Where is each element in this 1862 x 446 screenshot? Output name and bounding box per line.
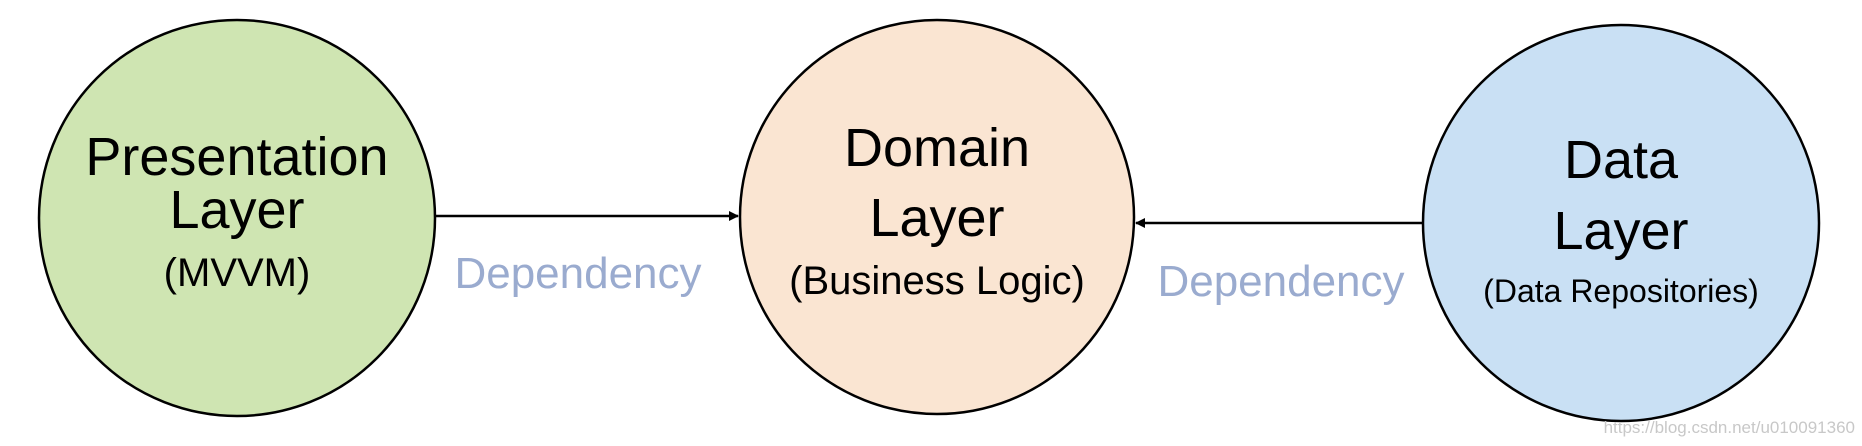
domain-layer-circle	[738, 18, 1136, 416]
presentation-layer-circle	[37, 18, 437, 418]
domain-layer-node: Domain Layer (Business Logic)	[738, 18, 1136, 416]
dependency-edge-data-to-domain: Dependency	[1135, 218, 1423, 306]
data-layer-node: Data Layer (Data Repositories)	[1421, 23, 1821, 423]
data-layer-title-line2: Layer	[1553, 201, 1688, 261]
data-layer-title-line1: Data	[1564, 130, 1679, 190]
data-layer-subtitle: (Data Repositories)	[1483, 273, 1759, 309]
domain-layer-title-line1: Domain	[844, 118, 1030, 178]
dependency-edge-presentation-to-domain: Dependency	[435, 211, 739, 298]
presentation-layer-title-line2: Layer	[169, 180, 304, 240]
presentation-layer-title-line1: Presentation	[85, 127, 388, 187]
presentation-layer-node: Presentation Layer (MVVM)	[37, 18, 437, 418]
dependency-label-1: Dependency	[454, 249, 701, 298]
presentation-layer-subtitle: (MVVM)	[164, 251, 311, 295]
watermark-text: https://blog.csdn.net/u010091360	[1604, 418, 1855, 437]
domain-layer-title-line2: Layer	[869, 188, 1004, 248]
domain-layer-subtitle: (Business Logic)	[789, 259, 1085, 303]
dependency-label-2: Dependency	[1157, 257, 1404, 306]
